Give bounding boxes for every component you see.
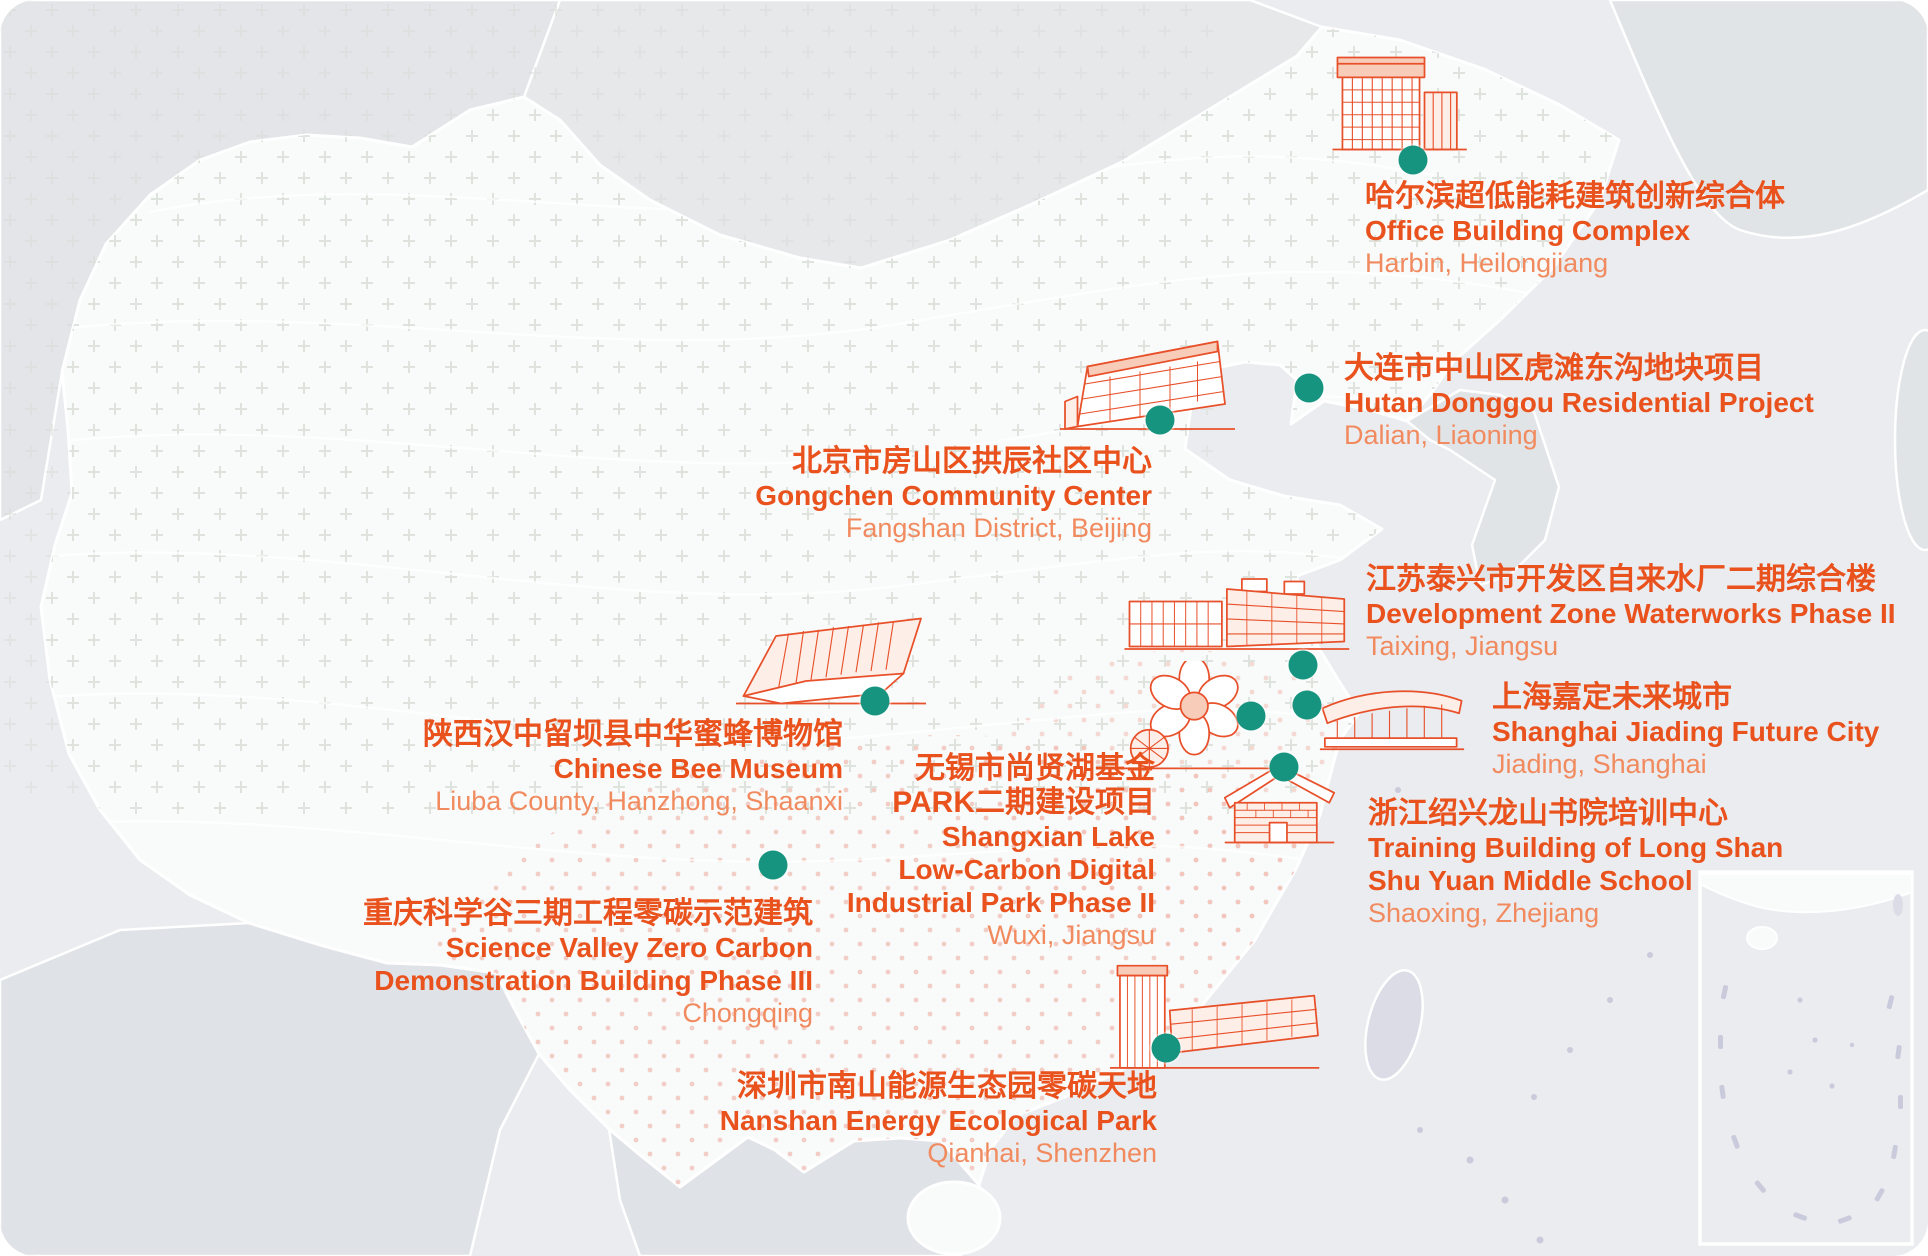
marker-wuxi[interactable] [1236, 701, 1266, 731]
project-name-cn: 浙江绍兴龙山书院培训中心 [1368, 797, 1728, 830]
project-name-en: Low-Carbon Digital [898, 854, 1155, 885]
project-label-shaanxi: 陕西汉中留坝县中华蜜蜂博物馆 Chinese Bee Museum Liuba … [423, 718, 843, 818]
project-name-en: Shanghai Jiading Future City [1492, 716, 1880, 747]
project-label-wuxi: 无锡市尚贤湖基金 PARK二期建设项目 Shangxian Lake Low-C… [847, 752, 1155, 952]
south-china-sea-inset [1698, 870, 1914, 1246]
project-location: Chongqing [682, 998, 813, 1028]
project-name-en: Hutan Donggou Residential Project [1344, 387, 1814, 418]
marker-shanghai[interactable] [1292, 690, 1322, 720]
project-name-cn: 大连市中山区虎滩东沟地块项目 [1344, 352, 1764, 385]
community-center-illustration [1060, 324, 1235, 444]
project-name-cn: 上海嘉定未来城市 [1492, 681, 1732, 714]
project-location: Wuxi, Jiangsu [987, 920, 1155, 950]
project-name-en: Demonstration Building Phase III [374, 965, 813, 996]
project-label-shenzhen: 深圳市南山能源生态园零碳天地 Nanshan Energy Ecological… [720, 1070, 1157, 1170]
project-name-en: Development Zone Waterworks Phase II [1366, 598, 1896, 629]
project-name-en: Gongchen Community Center [755, 480, 1152, 511]
project-name-en: Chinese Bee Museum [553, 753, 843, 784]
marker-dalian[interactable] [1294, 373, 1324, 403]
project-name-cn: 北京市房山区拱辰社区中心 [792, 445, 1152, 478]
project-label-chongqing: 重庆科学谷三期工程零碳示范建筑 Science Valley Zero Carb… [363, 897, 813, 1030]
project-name-cn: PARK二期建设项目 [892, 786, 1155, 819]
project-label-shaoxing: 浙江绍兴龙山书院培训中心 Training Building of Long S… [1368, 797, 1783, 930]
office-tower-illustration [1330, 50, 1473, 167]
flower-pavilion-illustration [1097, 656, 1284, 781]
project-label-dalian: 大连市中山区虎滩东沟地块项目 Hutan Donggou Residential… [1344, 352, 1814, 452]
waterworks-illustration [1122, 564, 1353, 669]
inset-dash-line [1718, 985, 1903, 1224]
marker-beijing[interactable] [1145, 405, 1175, 435]
project-location: Liuba County, Hanzhong, Shaanxi [435, 786, 843, 816]
future-city-illustration [1317, 671, 1467, 763]
project-name-cn: 重庆科学谷三期工程零碳示范建筑 [363, 897, 813, 930]
project-name-cn: 无锡市尚贤湖基金 [915, 752, 1155, 785]
small-islands [1395, 787, 1653, 1244]
project-label-taixing: 江苏泰兴市开发区自来水厂二期综合楼 Development Zone Water… [1366, 563, 1896, 663]
bee-museum-illustration [731, 606, 931, 721]
project-name-en: Nanshan Energy Ecological Park [719, 1105, 1157, 1136]
marker-harbin[interactable] [1398, 145, 1428, 175]
taiwan-island [1364, 969, 1424, 1081]
project-name-en: Industrial Park Phase II [846, 887, 1155, 918]
marker-shaanxi[interactable] [860, 686, 890, 716]
project-name-en: Training Building of Long Shan [1368, 832, 1784, 863]
project-label-shanghai: 上海嘉定未来城市 Shanghai Jiading Future City Ji… [1492, 681, 1879, 781]
project-name-en: Science Valley Zero Carbon [445, 932, 813, 963]
project-location: Harbin, Heilongjiang [1365, 248, 1609, 278]
project-name-cn: 深圳市南山能源生态园零碳天地 [737, 1070, 1157, 1103]
project-location: Taixing, Jiangsu [1366, 631, 1559, 661]
inset-islets [1787, 997, 1855, 1089]
project-name-cn: 陕西汉中留坝县中华蜜蜂博物馆 [423, 718, 843, 751]
project-name-cn: 哈尔滨超低能耗建筑创新综合体 [1365, 180, 1785, 213]
project-name-cn: 江苏泰兴市开发区自来水厂二期综合楼 [1366, 563, 1876, 596]
project-location: Shaoxing, Zhejiang [1368, 898, 1600, 928]
project-location: Qianhai, Shenzhen [927, 1138, 1157, 1168]
project-name-en: Shangxian Lake [941, 821, 1155, 852]
project-label-beijing: 北京市房山区拱辰社区中心 Gongchen Community Center F… [755, 445, 1152, 545]
marker-shenzhen[interactable] [1151, 1033, 1181, 1063]
project-location: Fangshan District, Beijing [845, 513, 1152, 543]
marker-shaoxing[interactable] [1269, 752, 1299, 782]
project-name-en: Shu Yuan Middle School [1368, 865, 1693, 896]
hainan-island [906, 1180, 1002, 1256]
project-label-harbin: 哈尔滨超低能耗建筑创新综合体 Office Building Complex H… [1365, 180, 1785, 280]
marker-taixing[interactable] [1288, 650, 1318, 680]
eco-park-illustration [1105, 958, 1323, 1088]
marker-chongqing[interactable] [758, 850, 788, 880]
project-location: Dalian, Liaoning [1344, 420, 1538, 450]
project-name-en: Office Building Complex [1365, 215, 1691, 246]
contour-lines [41, 155, 1560, 863]
project-location: Jiading, Shanghai [1492, 749, 1707, 779]
